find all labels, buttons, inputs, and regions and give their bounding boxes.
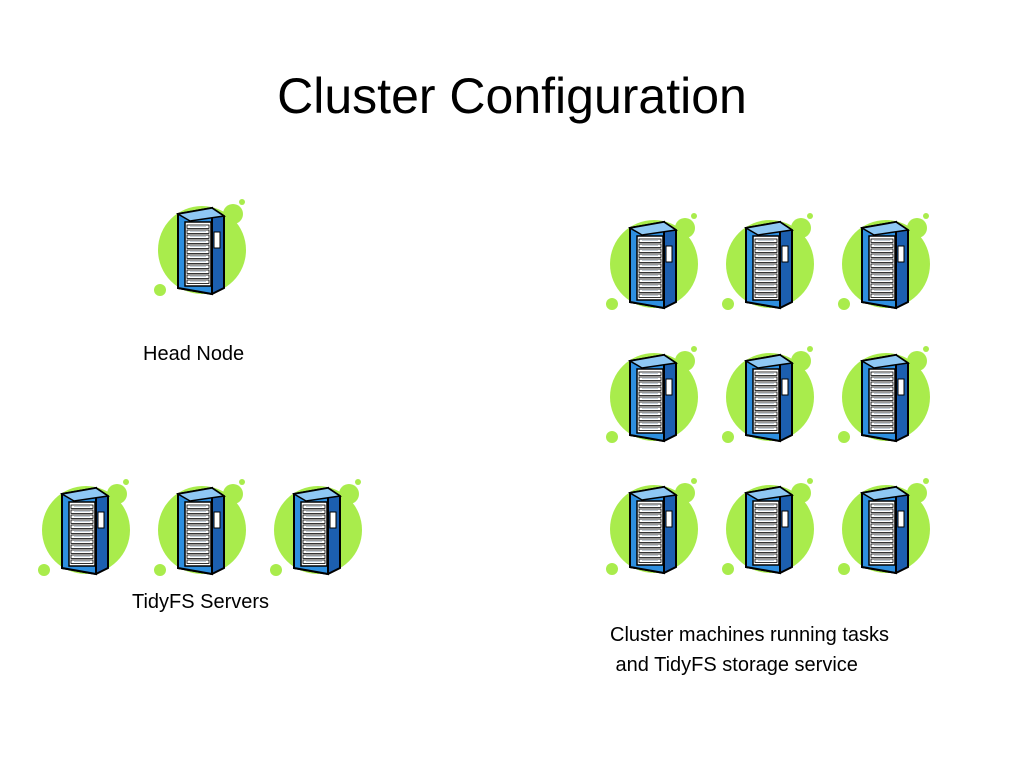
head-node-label: Head Node [143, 343, 245, 365]
tidyfs-servers-label: TidyFS Servers [132, 591, 270, 613]
tidyfs-server-icon [34, 476, 138, 580]
slide-title: Cluster Configuration [277, 68, 747, 124]
cluster-machine-icon [602, 343, 706, 447]
tidyfs-server-icon [150, 476, 254, 580]
cluster-machine-icon [602, 210, 706, 314]
cluster-machine-icon [718, 343, 822, 447]
cluster-machine-icon [834, 343, 938, 447]
cluster-machine-icon [834, 475, 938, 579]
cluster-machine-icon [718, 475, 822, 579]
cluster-machine-icon [718, 210, 822, 314]
tidyfs-server-icon [266, 476, 370, 580]
head-node-server-icon [150, 196, 254, 300]
cluster-machine-icon [602, 475, 706, 579]
cluster-machines-label: Cluster machines running tasks and TidyF… [610, 624, 890, 676]
cluster-machine-icon [834, 210, 938, 314]
